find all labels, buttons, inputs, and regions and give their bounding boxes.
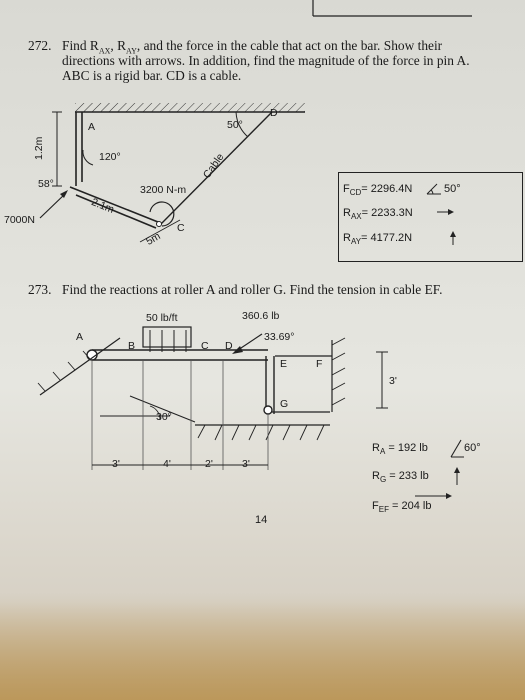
desk-shadow	[0, 592, 525, 700]
fig273-angle-30: 30°	[156, 411, 172, 423]
fig273-label-b: B	[128, 340, 136, 352]
arrow-right-icon	[437, 209, 454, 215]
fig273-dist-load: 50 lb/ft	[146, 312, 178, 324]
fig273-label-e: E	[280, 358, 288, 370]
answer-rg: RG = 233 lb	[372, 470, 429, 485]
fig273-label-d: D	[225, 340, 233, 352]
answer-box-272	[338, 172, 523, 262]
fig272-load: 7000N	[4, 214, 35, 226]
problem-272-line3: ABC is a rigid bar. CD is a cable.	[62, 68, 242, 83]
fig273-point-load: 360.6 lb	[242, 310, 280, 322]
problem-272-line2: directions with arrows. In addition, fin…	[62, 53, 470, 68]
fig273-dim-d: 3'	[242, 458, 250, 470]
bar-line-top	[69, 186, 159, 223]
answer-fef: FEF = 204 lb	[372, 500, 432, 515]
fig272-label-d: D	[270, 107, 278, 119]
fig273-label-g: G	[280, 398, 289, 410]
answer-ra: RA = 192 lb	[372, 442, 428, 457]
dist-load-block	[142, 326, 192, 348]
slanted-arrow-icon	[450, 439, 464, 458]
problem-272-number: 272.	[28, 38, 52, 53]
problem-273-number: 273.	[28, 282, 52, 297]
fig273-label-a: A	[76, 331, 84, 343]
moment-arc	[149, 201, 175, 227]
problem-273-text: Find the reactions at roller A and rolle…	[62, 282, 443, 297]
fig273-label-f: F	[316, 358, 323, 370]
fig273-dim-a: 3'	[112, 458, 120, 470]
answer-ra-angle: 60°	[464, 442, 481, 454]
answer-fcd-angle: 50°	[444, 183, 461, 195]
fig272-angle-58: 58°	[38, 178, 54, 190]
answer-ray: RAY= 4177.2N	[343, 232, 413, 247]
fig272-label-c: C	[177, 222, 185, 234]
arrow-right-icon-2	[415, 493, 452, 499]
cable-line	[159, 111, 273, 226]
arrow-up-icon	[450, 231, 456, 245]
answer-rax: RAX= 2233.3N	[343, 207, 413, 222]
fig272-angle-50: 50°	[227, 119, 243, 131]
answer-fcd: FCD= 2296.4N	[343, 183, 413, 198]
roller-g	[263, 405, 273, 415]
ceiling-hatch	[75, 103, 305, 112]
page-number: 14	[255, 514, 268, 526]
problem-272-line1: Find RAX, RAY, and the force in the cabl…	[62, 38, 443, 56]
fig273-angle: 33.69°	[264, 331, 295, 343]
fig272-label-a: A	[88, 121, 96, 133]
fig273-dim-b: 4'	[163, 458, 171, 470]
fig272-angle-120: 120°	[99, 151, 121, 163]
fig272-moment: 3200 N-m	[140, 184, 187, 196]
angle-symbol-icon	[426, 183, 441, 195]
fig273-label-c: C	[201, 340, 209, 352]
fig273-dim-c: 2'	[205, 458, 213, 470]
fig273-dim-3v: 3'	[389, 375, 397, 387]
arrow-up-icon-2	[454, 467, 460, 485]
